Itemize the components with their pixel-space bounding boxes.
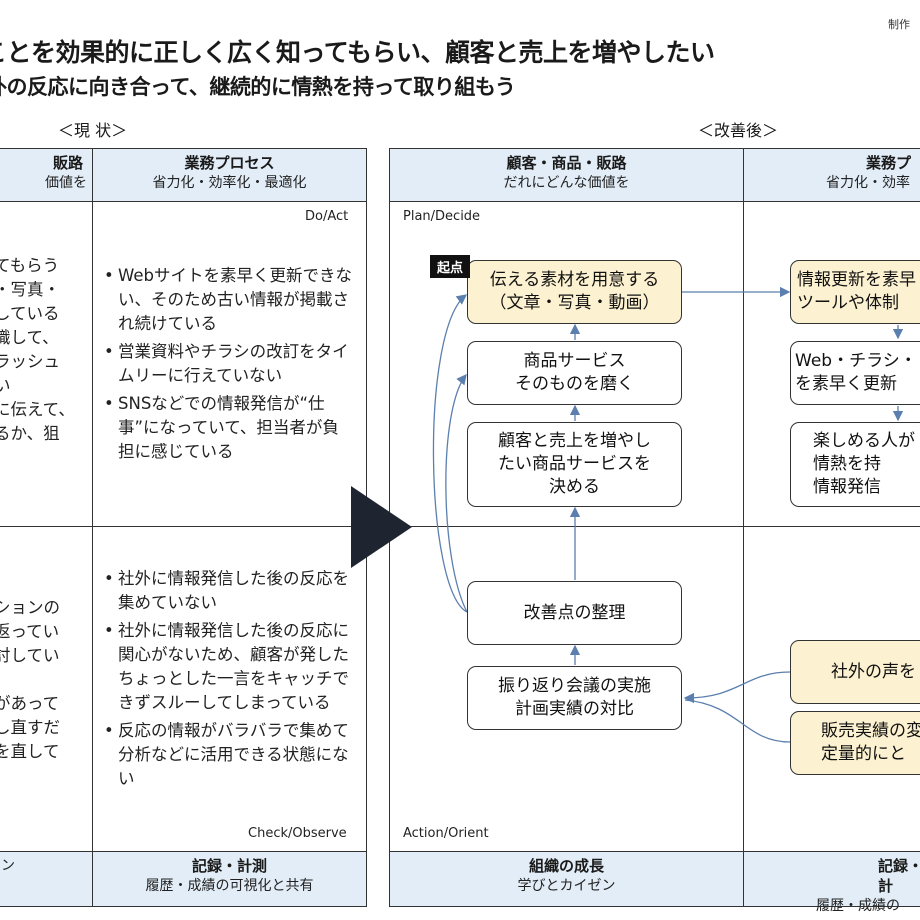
- right-section-label: ＜改善後＞: [698, 121, 779, 140]
- box-polish-product: 商品サービス そのものを磨く: [467, 341, 682, 405]
- box-enjoy-people: 楽しめる人が 情熱を持 情報発信: [790, 422, 920, 507]
- right-header-col2: 業務プ 省力化・効率: [744, 149, 920, 201]
- left-section-label: ＜現 状＞: [58, 121, 128, 140]
- right-corner-action-orient: Action/Orient: [403, 826, 489, 841]
- list-item: SNSなどでの情報発信が“仕事”になっていて、担当者が負担に感じている: [104, 392, 352, 464]
- current-process-issues-list: Webサイトを素早く更新できない、そのため古い情報が掲載され続けている 営業資料…: [104, 264, 352, 468]
- left-col1-bottom-text: ションの 返ってい 討してい があって し直すだ を直して: [0, 598, 60, 761]
- right-footer-col2: 記録・計 履歴・成績の: [744, 852, 920, 914]
- left-col1-top-text: てもらう ・写真・ している 識して、 ラッシュ い に伝えて、 るか、狙: [0, 256, 75, 443]
- left-footer-col1: ン: [0, 852, 92, 906]
- left-footer-col2: 記録・計測 履歴・成績の可視化と共有: [93, 852, 366, 906]
- box-prepare-material: 伝える素材を用意する （文章・写真・動画）: [467, 260, 682, 324]
- current-feedback-issues-list: 社外に情報発信した後の反応を集めていない 社外に情報発信した後の反応に関心がない…: [104, 567, 352, 795]
- arrow-organize-to-prepare: [432, 294, 468, 613]
- list-item: Webサイトを素早く更新できない、そのため古い情報が掲載され続けている: [104, 264, 352, 336]
- list-item: 社外に情報発信した後の反応を集めていない: [104, 567, 352, 615]
- list-item: 反応の情報がバラバラで集めて分析などに活用できる状態にない: [104, 719, 352, 791]
- credit-label: 制作: [888, 18, 910, 31]
- left-header-col1: 販路 価値を: [0, 149, 93, 201]
- list-item: 営業資料やチラシの改訂をタイムリーに行えていない: [104, 340, 352, 388]
- transition-arrow-icon: [351, 486, 412, 568]
- arrow-sales-to-review: [684, 699, 791, 743]
- right-header-col1: 顧客・商品・販路 だれにどんな価値を: [390, 149, 743, 201]
- box-review-meeting: 振り返り会議の実施 計画実績の対比: [467, 666, 682, 730]
- box-sales-results: 販売実績の変 定量的にと: [790, 711, 920, 775]
- start-point-tag: 起点: [430, 255, 471, 278]
- left-header-col2: 業務プロセス 省力化・効率化・最適化: [93, 149, 366, 201]
- box-organize-improvements: 改善点の整理: [467, 581, 682, 645]
- box-external-voice: 社外の声を: [790, 640, 920, 704]
- right-corner-plan-decide: Plan/Decide: [403, 209, 481, 224]
- box-web-flyer-update: Web・チラシ・ を素早く更新: [790, 341, 920, 405]
- arrow-voice-to-review: [683, 671, 791, 704]
- box-info-update: 情報更新を素早 ツールや体制: [790, 260, 920, 324]
- left-corner-check-observe: Check/Observe: [248, 826, 347, 841]
- box-decide-product: 顧客と売上を増やし たい商品サービスを 決める: [467, 422, 682, 507]
- page-title: ことを効果的に正しく広く知ってもらい、顧客と売上を増やしたい: [0, 38, 715, 67]
- right-footer-col1: 組織の成長 学びとカイゼン: [390, 852, 743, 906]
- left-corner-do-act: Do/Act: [305, 209, 349, 224]
- list-item: 社外に情報発信した後の反応に関心がないため、顧客が発したちょっとした一言をキャッ…: [104, 619, 352, 715]
- page-subtitle: 外の反応に向き合って、継続的に情熱を持って取り組もう: [0, 75, 516, 99]
- arrow-organize-to-polish: [445, 373, 468, 613]
